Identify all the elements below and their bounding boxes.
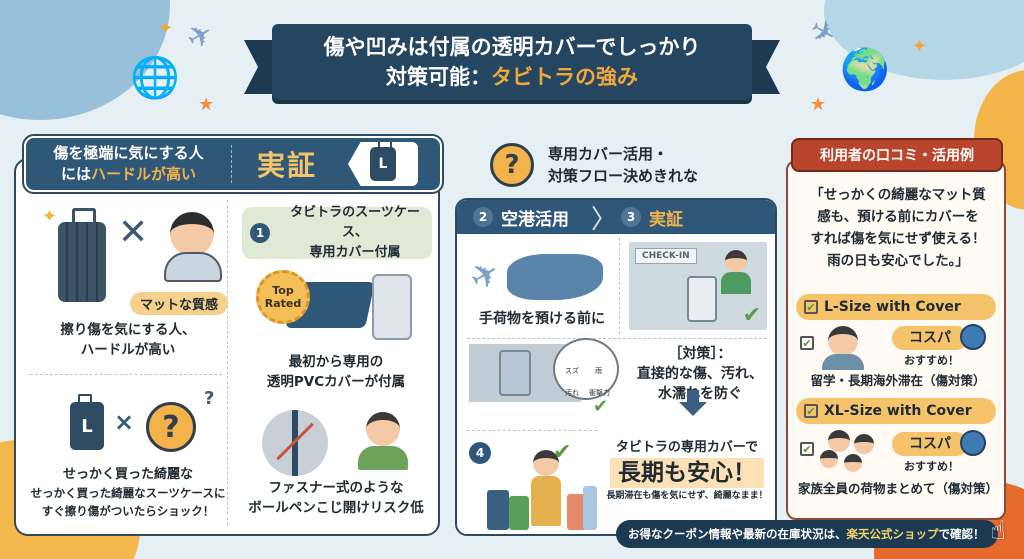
star-icon: ★ bbox=[810, 94, 827, 115]
center-panel: 2 空港活用 〉 3 実証 ✈ 手荷物を預ける前に CHECK-IN ✔ 3 ス… bbox=[455, 198, 777, 536]
cross-icon: ✕ bbox=[118, 212, 149, 253]
star-icon: ★ bbox=[198, 94, 215, 115]
countermeasure-text: ［対策］： 直接的な傷、汚れ、 水濡れを防ぐ bbox=[636, 346, 764, 402]
center-divider bbox=[467, 430, 597, 431]
family-avatar bbox=[818, 430, 882, 474]
worried-person-body bbox=[164, 252, 222, 282]
rakuten-shop-cta[interactable]: お得なクーポン情報や最新の在庫状況は、楽天公式ショップで確認！ bbox=[616, 520, 998, 548]
long-stay-safe-text: タビトラの専用カバーで 長期も安心！ 長期滞在も傷を気にせず、綺麗なまま！ bbox=[606, 440, 768, 501]
pointer-hand-icon: ☝ bbox=[990, 516, 1006, 546]
globe-icon: 🌐 bbox=[130, 55, 180, 101]
checklist-icon: ✔ bbox=[804, 300, 818, 314]
header-divider bbox=[231, 145, 232, 183]
left-horizontal-divider bbox=[30, 374, 222, 375]
checkin-counter-illustration: CHECK-IN ✔ bbox=[629, 242, 767, 330]
sparkle-icon: ✦ bbox=[158, 18, 174, 39]
sparkle-icon: ✦ bbox=[42, 206, 58, 227]
xl-size-pill: ✔ XL-Size with Cover bbox=[796, 398, 996, 424]
arrow-down-icon bbox=[687, 390, 699, 402]
title-banner: 傷や凹みは付属の透明カバーでしっかり 対策可能：タビトラの強み bbox=[272, 24, 752, 100]
checkbox-checked-icon: ✔ bbox=[800, 442, 814, 456]
happy-traveler-illustration bbox=[487, 450, 597, 532]
step-1-chip: 1 タビトラのスーツケース、 専用カバー付属 bbox=[242, 205, 432, 260]
cost-performance-badge: コスパ bbox=[892, 432, 968, 456]
suitcase-l-icon: L bbox=[70, 394, 104, 450]
chevron-right-icon: 〉 bbox=[591, 204, 618, 235]
checkbox-checked-icon: ✔ bbox=[800, 336, 814, 350]
l-size-pill: ✔ L-Size with Cover bbox=[796, 294, 996, 320]
clear-cover-suitcase-icon bbox=[372, 274, 412, 340]
center-tabs: 2 空港活用 〉 3 実証 bbox=[457, 200, 775, 235]
globe-icon bbox=[960, 324, 986, 350]
step-number: 1 bbox=[250, 223, 270, 243]
recommend-label: おすすめ！ bbox=[904, 460, 959, 473]
earth-globe-icon: 🌍 bbox=[840, 47, 890, 93]
verify-label: 実証 bbox=[256, 149, 317, 182]
center-divider bbox=[467, 338, 767, 339]
world-map-airplane-icon: ✈ bbox=[463, 250, 607, 308]
title-line-2: 対策可能：タビトラの強み bbox=[386, 65, 638, 89]
small-question-icon: ? bbox=[204, 388, 215, 409]
tab-verification[interactable]: 3 実証 bbox=[617, 205, 683, 230]
left-vertical-divider bbox=[227, 200, 228, 525]
checklist-icon: ✔ bbox=[804, 404, 818, 418]
tab-airport-use[interactable]: 2 空港活用 bbox=[457, 205, 569, 230]
globe-icon bbox=[960, 430, 986, 456]
matte-texture-tag: マットな質感 bbox=[130, 292, 229, 315]
zipper-caption: ファスナー式のような ボールペンこじ開けリスク低 bbox=[248, 480, 424, 516]
times-icon: × bbox=[114, 408, 135, 436]
airplane-icon: ✈ bbox=[803, 11, 843, 55]
cost-performance-badge: コスパ bbox=[892, 326, 968, 350]
boy-with-pen-icon bbox=[356, 412, 410, 472]
cell-scratch-worry: 擦り傷を気にする人、 ハードルが高い bbox=[60, 322, 196, 358]
hazard-bubble: スズ 雨 汚れ 衝撃力 bbox=[553, 338, 619, 400]
question-icon: ? bbox=[490, 143, 534, 187]
use-case-family: 家族全員の荷物まとめて（傷対策） bbox=[797, 481, 998, 496]
student-avatar bbox=[828, 326, 858, 356]
left-panel-header: 傷を極端に気にする人 にはハードルが高い 実証 L bbox=[24, 136, 442, 192]
step-2-caption: 手荷物を預ける前に bbox=[479, 311, 605, 327]
top-rated-badge: Top Rated bbox=[256, 270, 310, 324]
check-icon: ✔ bbox=[742, 303, 761, 328]
airplane-icon: ✈ bbox=[180, 15, 220, 59]
checkin-sign: CHECK-IN bbox=[635, 248, 697, 264]
zipper-crossed-icon bbox=[262, 410, 328, 476]
center-heading: ? 専用カバー活用・ 対策フロー決めきれな bbox=[490, 140, 698, 190]
check-icon: ✔ bbox=[593, 396, 609, 417]
step-4-number: 4 bbox=[469, 442, 491, 464]
question-icon: ? bbox=[146, 402, 196, 452]
cover-included-caption: 最初から専用の 透明PVCカバーが付属 bbox=[266, 354, 406, 390]
worried-person-icon bbox=[170, 212, 214, 256]
check-icon: ✔ bbox=[553, 440, 572, 465]
use-case-study-abroad: 留学・長期海外滞在（傷対策） bbox=[810, 373, 986, 388]
rakuten-shop-link[interactable]: 楽天公式ショップ bbox=[846, 527, 939, 541]
suitcase-l-icon: L bbox=[370, 142, 396, 181]
matte-suitcase-icon bbox=[58, 208, 106, 302]
title-accent: タビトラの強み bbox=[491, 65, 638, 89]
recommend-label: おすすめ！ bbox=[904, 354, 959, 367]
center-vertical-divider bbox=[619, 238, 620, 334]
review-quote: 「せっかくの綺麗なマット質 感も、預ける前にカバーを すれば傷を気にせず使える！… bbox=[810, 187, 986, 269]
size-badge-tab: L bbox=[348, 142, 418, 186]
title-line-1: 傷や凹みは付属の透明カバーでしっかり bbox=[323, 35, 701, 59]
review-header: 利用者の口コミ・活用例 bbox=[791, 138, 1003, 172]
cell-shock: せっかく買った綺麗な せっかく買った綺麗なスーツケースに すぐ擦り傷がついたらシ… bbox=[30, 467, 226, 518]
sparkle-icon: ✦ bbox=[912, 36, 928, 57]
hurdle-heading: 傷を極端に気にする人 にはハードルが高い bbox=[53, 144, 204, 183]
